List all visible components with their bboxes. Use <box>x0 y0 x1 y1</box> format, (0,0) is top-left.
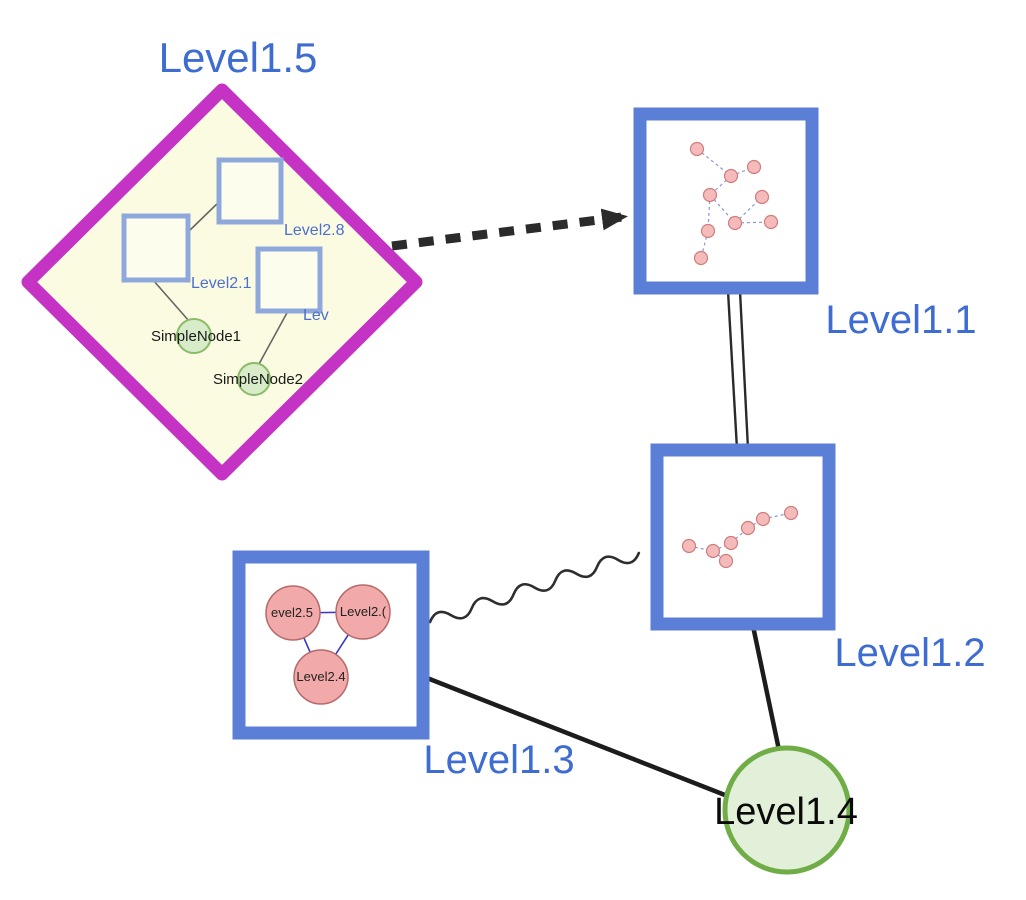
node-level14-group: Level1.4 <box>714 745 858 875</box>
node-simplenode1[interactable] <box>176 318 212 354</box>
level11-label: Level1.1 <box>825 298 976 342</box>
level15-internal-edges <box>152 199 289 365</box>
node-level13-group: evel2.5 Level2.( Level2.4 Level1.3 <box>232 550 575 782</box>
node-level24[interactable] <box>293 649 349 705</box>
edge-level12-level14[interactable] <box>750 623 782 753</box>
edge-level13-level14[interactable] <box>424 675 733 800</box>
subgraph-node <box>689 141 705 157</box>
subgraph-node <box>723 535 739 551</box>
node-level25[interactable] <box>265 585 321 641</box>
level25-label: evel2.5 <box>271 605 313 620</box>
node-level12[interactable] <box>650 443 836 631</box>
level26-label: Level2.( <box>340 604 387 619</box>
subgraph-edge <box>762 512 792 520</box>
level21-label: Level2.1 <box>191 275 252 292</box>
simplenode2-label: SimpleNode2 <box>213 371 303 388</box>
level13-label: Level1.3 <box>423 738 574 782</box>
subgraph-node <box>705 543 721 559</box>
node-level13[interactable] <box>232 550 430 740</box>
top-level-edges <box>391 208 782 800</box>
subgraph-node <box>718 553 734 569</box>
node-level26[interactable] <box>335 584 391 640</box>
node-level12-group: Level1.2 <box>650 443 986 675</box>
subgraph-node <box>681 538 697 554</box>
edge-level13-level12-wavy[interactable] <box>428 547 641 628</box>
subgraph-edge <box>696 148 732 177</box>
level12-label: Level1.2 <box>834 631 985 675</box>
level15-diamond[interactable] <box>21 83 423 481</box>
edge-level21-simplenode1[interactable] <box>152 279 190 322</box>
subgraph-node <box>746 159 762 175</box>
node-level14[interactable] <box>722 745 852 875</box>
subgraph-node <box>702 187 718 203</box>
level12-subgraph <box>681 505 799 569</box>
level14-label: Level1.4 <box>714 791 858 833</box>
node-level11[interactable] <box>633 107 819 295</box>
subgraph-node <box>727 215 743 231</box>
subgraph-node <box>693 250 709 266</box>
node-level28[interactable] <box>216 157 284 225</box>
subgraph-edge <box>700 230 709 259</box>
edge-level11-level12-double[interactable] <box>726 290 750 450</box>
simplenode1-label: SimpleNode1 <box>151 328 241 345</box>
lev-label: Lev <box>303 307 329 324</box>
level15-label: Level1.5 <box>159 34 318 81</box>
subgraph-edge <box>709 175 732 196</box>
level28-label: Level2.8 <box>284 222 345 239</box>
level11-subgraph <box>689 141 779 266</box>
node-lev[interactable] <box>255 246 323 314</box>
subgraph-node <box>783 505 799 521</box>
subgraph-node <box>723 168 739 184</box>
subgraph-node <box>740 520 756 536</box>
node-simplenode2[interactable] <box>237 362 271 396</box>
subgraph-node <box>755 511 771 527</box>
edge-level15-level11-dashed-arrow[interactable] <box>391 208 628 251</box>
node-level15-group: Level2.8 Level2.1 Lev SimpleNode1 Simple… <box>21 34 423 481</box>
node-level11-group: Level1.1 <box>633 107 977 342</box>
subgraph-node <box>754 189 770 205</box>
level24-label: Level2.4 <box>296 669 345 684</box>
edge-level21-level28[interactable] <box>187 199 222 233</box>
subgraph-node <box>700 223 716 239</box>
edge-lev-simplenode2[interactable] <box>258 310 289 365</box>
level13-subgraph: evel2.5 Level2.( Level2.4 <box>265 584 391 705</box>
subgraph-node <box>763 214 779 230</box>
node-level21[interactable] <box>121 213 191 283</box>
